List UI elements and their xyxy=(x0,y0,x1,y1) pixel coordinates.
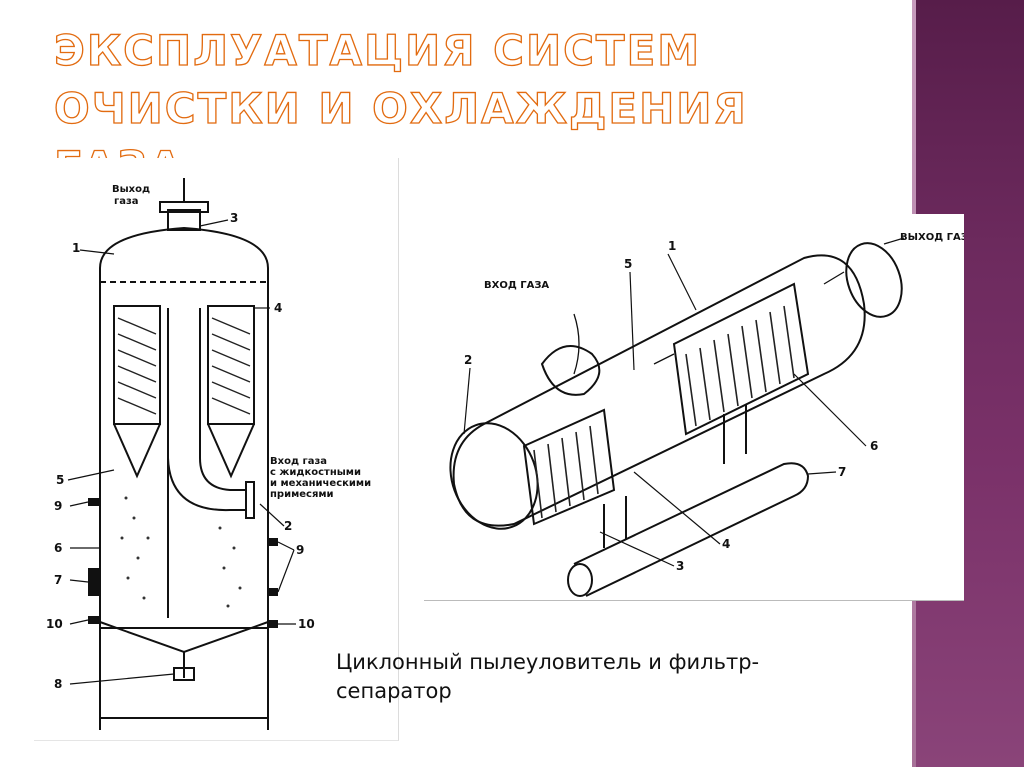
callout-3: 3 xyxy=(230,211,238,225)
vessel-shell xyxy=(99,226,269,719)
callout-4: 4 xyxy=(274,301,282,315)
inlet-bend-outer xyxy=(199,457,246,491)
filter-separator-diagram: вход газа выход газа 1 5 2 6 7 4 3 xyxy=(424,214,964,601)
callout-1: 1 xyxy=(668,239,676,253)
inlet-funnel xyxy=(540,345,601,396)
particle-dots xyxy=(120,496,242,608)
left-cyclone-cone xyxy=(113,423,161,479)
outlet-label-line-1: Выход xyxy=(112,184,150,195)
callout-7: 7 xyxy=(838,465,846,479)
left-cyclone-spiral xyxy=(117,317,157,415)
inlet-label-line-2: с жидкостными xyxy=(270,467,361,478)
callout-10-left: 10 xyxy=(46,617,63,631)
callout-1: 1 xyxy=(72,241,80,255)
callout-2: 2 xyxy=(284,519,292,533)
top-nozzle xyxy=(167,209,201,231)
callout-leaders xyxy=(67,219,296,685)
separator-shell xyxy=(452,254,866,527)
callout-10-right: 10 xyxy=(298,617,315,631)
filter-hatching xyxy=(533,305,795,519)
right-cyclone-cone xyxy=(207,423,255,479)
callout-6: 6 xyxy=(54,541,62,555)
filter-cartridge-block xyxy=(672,282,810,436)
figure-caption: Циклонный пылеуловитель и фильтр-сепарат… xyxy=(336,650,760,703)
rear-leg xyxy=(723,404,747,464)
cyclone-dust-collector-diagram: Выход газа 1 3 4 5 9 6 7 10 8 2 9 10 Вхо… xyxy=(34,158,399,741)
inlet-bend-inner xyxy=(167,457,246,512)
condensate-pipe xyxy=(573,462,810,597)
right-cyclone-body xyxy=(207,305,255,425)
callout-5: 5 xyxy=(56,473,64,487)
cyclone-hatching xyxy=(117,317,251,415)
outlet-label-line-2: газа xyxy=(114,196,139,207)
right-cyclone-spiral xyxy=(211,317,251,415)
callout-3: 3 xyxy=(676,559,684,573)
outlet-flange xyxy=(845,242,903,318)
left-cyclone-body xyxy=(113,305,161,425)
inlet-label-line-1: Вход газа xyxy=(270,456,327,467)
inlet-label-line-4: примесями xyxy=(270,489,334,500)
side-nozzles xyxy=(88,498,278,628)
callout-2: 2 xyxy=(464,353,472,367)
callout-6: 6 xyxy=(870,439,878,453)
callout-9-right: 9 xyxy=(296,543,304,557)
separator-diagram-svg: вход газа выход газа 1 5 2 6 7 4 3 xyxy=(449,232,964,597)
callout-7: 7 xyxy=(54,573,62,587)
callout-5: 5 xyxy=(624,257,632,271)
callout-leaders xyxy=(463,253,867,567)
callout-4: 4 xyxy=(722,537,730,551)
lower-cone xyxy=(99,621,269,654)
callout-8: 8 xyxy=(54,677,62,691)
inlet-label-line-3: и механическими xyxy=(270,478,371,489)
outlet-label: выход газа xyxy=(900,232,964,243)
front-tube-bundle xyxy=(522,408,616,526)
inlet-label: вход газа xyxy=(484,280,549,291)
callout-9-left: 9 xyxy=(54,499,62,513)
slide-title-line-1: Эксплуатация систем xyxy=(53,25,702,75)
flow-arrows xyxy=(573,237,905,375)
inlet-flange xyxy=(245,481,255,519)
condensate-pipe-end xyxy=(567,563,593,597)
cyclone-diagram-svg: Выход газа 1 3 4 5 9 6 7 10 8 2 9 10 Вхо… xyxy=(46,178,371,730)
front-leg xyxy=(603,496,627,548)
front-end-cap xyxy=(449,422,539,530)
